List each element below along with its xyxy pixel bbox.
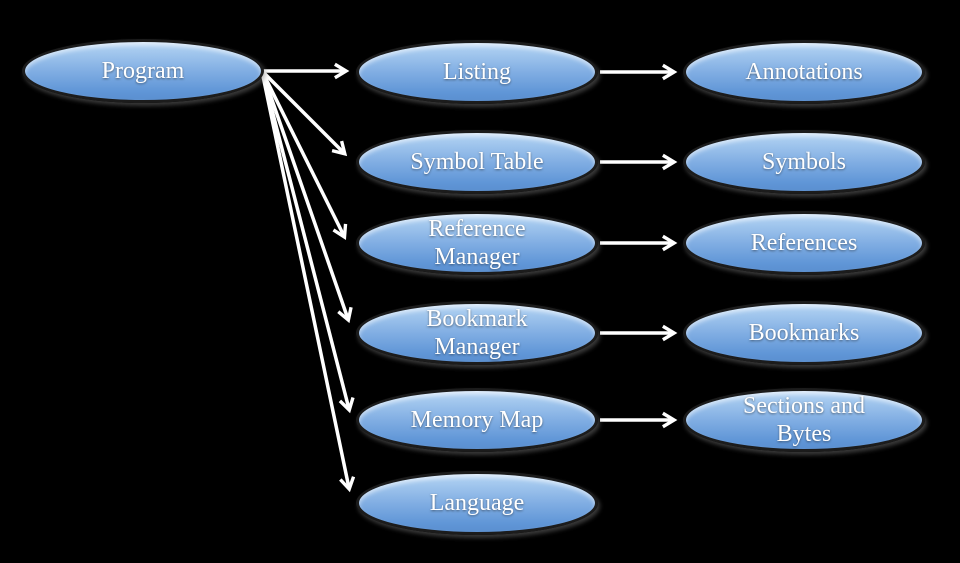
node-symbols-label: Symbols	[761, 148, 847, 175]
node-symbols: Symbols	[683, 130, 925, 194]
node-listing: Listing	[356, 40, 598, 104]
node-bookmark-manager-label: Bookmark Manager	[426, 305, 528, 360]
edge-program-language	[261, 75, 356, 493]
node-program: Program	[22, 39, 264, 103]
node-bookmarks: Bookmarks	[683, 301, 925, 365]
node-listing-label: Listing	[442, 58, 511, 85]
node-reference-manager-label: Reference Manager	[428, 215, 526, 270]
node-bookmarks-label: Bookmarks	[748, 319, 860, 346]
edge-program-bookmark-manager	[261, 73, 353, 324]
node-symbol-table: Symbol Table	[356, 130, 598, 194]
node-references: References	[683, 211, 925, 275]
node-sections-and-bytes: Sections and Bytes	[683, 388, 925, 452]
node-annotations-label: Annotations	[745, 58, 863, 85]
node-memory-map: Memory Map	[356, 388, 598, 452]
node-symbol-table-label: Symbol Table	[410, 148, 544, 175]
edge-program-memory-map	[261, 74, 355, 414]
node-language-label: Language	[429, 489, 525, 516]
node-bookmark-manager: Bookmark Manager	[356, 301, 598, 365]
edge-program-reference-manager	[261, 72, 348, 240]
node-program-label: Program	[101, 57, 185, 84]
node-reference-manager: Reference Manager	[356, 211, 598, 275]
node-sections-and-bytes-label: Sections and Bytes	[743, 392, 865, 447]
node-language: Language	[356, 471, 598, 535]
node-annotations: Annotations	[683, 40, 925, 104]
node-memory-map-label: Memory Map	[410, 406, 544, 433]
edge-program-symbol-table	[261, 70, 348, 157]
node-references-label: References	[750, 229, 858, 256]
